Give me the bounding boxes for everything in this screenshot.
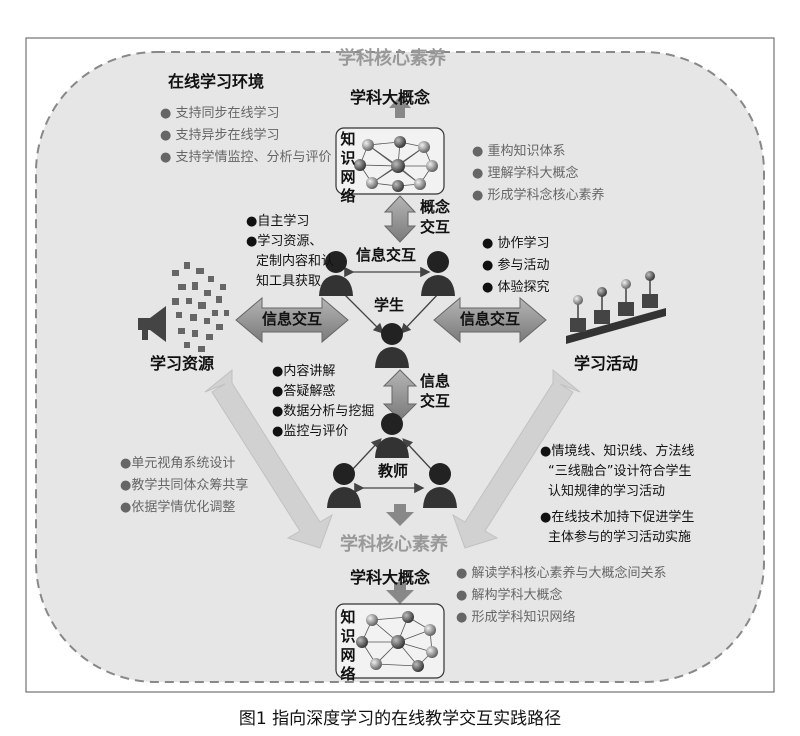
left-bottom-item: ●教学共同体众筹共享 <box>120 478 249 493</box>
student-figure-right <box>421 251 455 296</box>
right-bottom-item: “三线融合”设计符合学生 <box>548 464 692 479</box>
arrow-down-to-core-literacy <box>386 504 414 526</box>
arrow-down-to-network <box>386 582 414 604</box>
teacher-figure-right <box>423 463 457 508</box>
left-bottom-item: ●依据学情优化调整 <box>120 500 236 515</box>
teacher-interaction-arrow <box>382 369 418 421</box>
core-literacy-bottom: 学科核心素养 <box>340 534 448 555</box>
right-bottom-item: ●情境线、知识线、方法线 <box>540 444 695 459</box>
student-left-item: ●学习资源、 <box>246 234 323 249</box>
teacher-interaction-line2: 交互 <box>420 392 451 410</box>
knowledge-network-label-bottom: 知识网络 <box>340 608 356 683</box>
student-figure-left <box>319 251 353 296</box>
left-diagonal-arrow <box>204 368 333 549</box>
teacher-item: ●数据分析与挖掘 <box>272 404 375 419</box>
activity-steps-icon <box>566 271 666 344</box>
knowledge-network-top <box>335 127 445 195</box>
student-triangle <box>332 266 450 334</box>
teacher-interaction-line1: 信息 <box>420 372 451 390</box>
environment-item: ● 支持同步在线学习 <box>160 106 280 121</box>
bottom-right-item: ● 形成学科知识网络 <box>456 610 576 625</box>
top-right-item: ● 理解学科大概念 <box>472 166 579 181</box>
bottom-right-item: ● 解读学科核心素养与大概念间关系 <box>456 566 667 581</box>
right-diagonal-arrow <box>452 368 581 549</box>
teacher-item: ●内容讲解 <box>272 364 336 379</box>
activities-item: ● 体验探究 <box>482 280 550 295</box>
teacher-triangle <box>342 438 442 494</box>
knowledge-network-label-top: 知识网络 <box>340 130 356 205</box>
student-left-item: 知工具获取 <box>256 274 322 289</box>
info-interaction-left: 信息交互 <box>262 310 323 328</box>
student-label: 学生 <box>374 296 405 314</box>
resources-label: 学习资源 <box>150 354 215 373</box>
activities-item: ● 参与活动 <box>482 258 550 273</box>
student-left-item: ●自主学习 <box>246 214 310 229</box>
teacher-item: ●答疑解惑 <box>272 384 336 399</box>
left-bottom-item: ●单元视角系统设计 <box>120 456 236 471</box>
teacher-label: 教师 <box>378 462 409 480</box>
top-right-item: ● 形成学科念核心素养 <box>472 188 605 203</box>
student-left-item: 定制内容和认 <box>256 254 335 269</box>
info-interaction-right: 信息交互 <box>460 310 521 328</box>
knowledge-network-bottom <box>335 603 445 679</box>
environment-item: ● 支持异步在线学习 <box>160 128 280 143</box>
teacher-figure-left <box>327 463 361 508</box>
right-bottom-item: 认知规律的学习活动 <box>548 484 666 499</box>
right-bottom-item: ●在线技术加持下促进学生 <box>540 510 695 525</box>
info-interaction-top: 信息交互 <box>356 246 417 264</box>
environment-item: ● 支持学情监控、分析与评价 <box>160 150 332 165</box>
figure-caption: 图1 指向深度学习的在线教学交互实践路径 <box>238 709 562 729</box>
teacher-figure-top <box>375 413 409 458</box>
big-concept-top: 学科大概念 <box>350 88 431 107</box>
bottom-right-item: ● 解构学科大概念 <box>456 588 563 603</box>
environment-title: 在线学习环境 <box>168 72 265 91</box>
left-info-interaction-arrow <box>235 296 349 344</box>
right-bottom-item: 主体参与的学习活动实施 <box>548 530 692 545</box>
arrow-up-to-core-literacy <box>389 96 411 118</box>
big-concept-bottom: 学科大概念 <box>350 568 431 587</box>
right-info-interaction-arrow <box>433 296 547 344</box>
concept-interaction-line2: 交互 <box>420 218 451 236</box>
student-figure-bottom <box>375 323 409 368</box>
megaphone-icon <box>138 262 229 352</box>
teacher-item: ●监控与评价 <box>272 424 349 439</box>
concept-interaction-line1: 概念 <box>420 198 451 216</box>
top-right-item: ● 重构知识体系 <box>472 144 566 159</box>
concept-interaction-arrow <box>383 195 417 243</box>
core-literacy-top: 学科核心素养 <box>338 48 446 69</box>
activities-item: ● 协作学习 <box>482 236 550 251</box>
activities-label: 学习活动 <box>574 354 639 373</box>
